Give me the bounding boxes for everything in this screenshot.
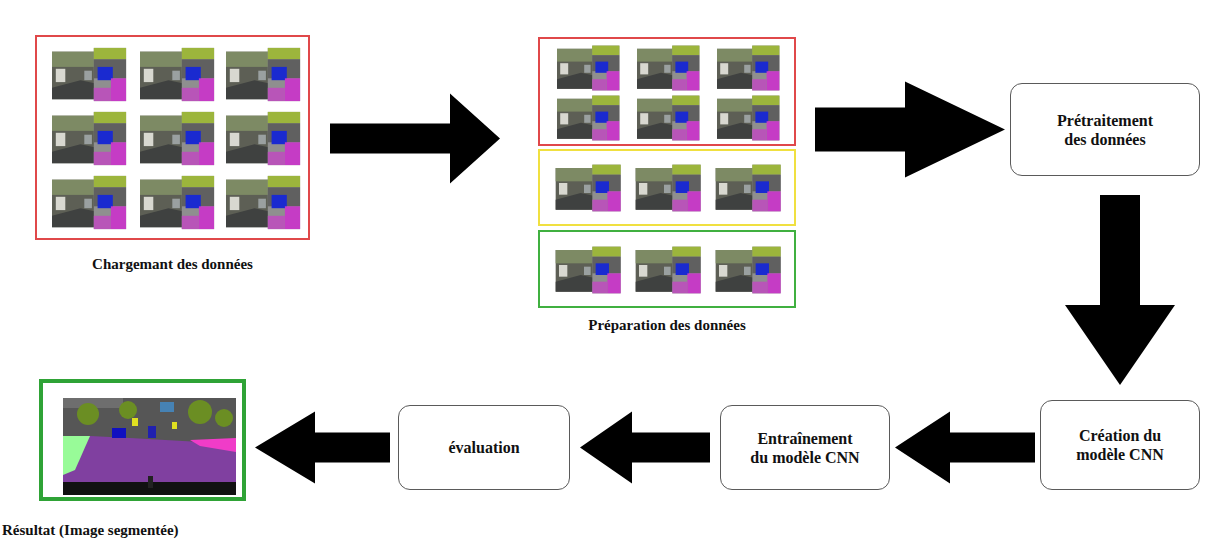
block-arrow [815,82,1005,178]
block-arrow [580,412,710,484]
image-group: Chargemant des données [35,35,310,240]
block-arrow [1065,195,1175,385]
text-group: Entraînement du modèle CNN [747,429,863,467]
caption: Chargemant des données [35,255,310,273]
process-box: Prétraitement des données [1010,83,1200,176]
text-group: Prétraitement des données [1049,111,1161,149]
block-arrow [895,412,1035,484]
box-label: Prétraitement des données [1049,111,1161,149]
process-box: Création du modèle CNN [1040,400,1200,490]
process-box: Entraînement du modèle CNN [720,405,890,490]
caption: Préparation des données [538,316,796,334]
caption: Résultat (Image segmentée) [2,521,179,539]
image-group: Préparation des données [538,37,796,307]
text-group: évaluation [448,438,519,457]
box-label: Création du modèle CNN [1069,426,1171,464]
block-arrow [330,94,500,184]
box-label: Entraînement du modèle CNN [747,429,863,467]
block-arrow [255,412,390,484]
thumbnail-grid [36,36,309,239]
process-box: évaluation [398,405,570,490]
text-group: Création du modèle CNN [1069,426,1171,464]
dataset-split [539,38,795,307]
image-group: Résultat (Image segmentée) [40,380,245,500]
box-label: évaluation [448,438,519,457]
segmented-image [41,381,244,499]
